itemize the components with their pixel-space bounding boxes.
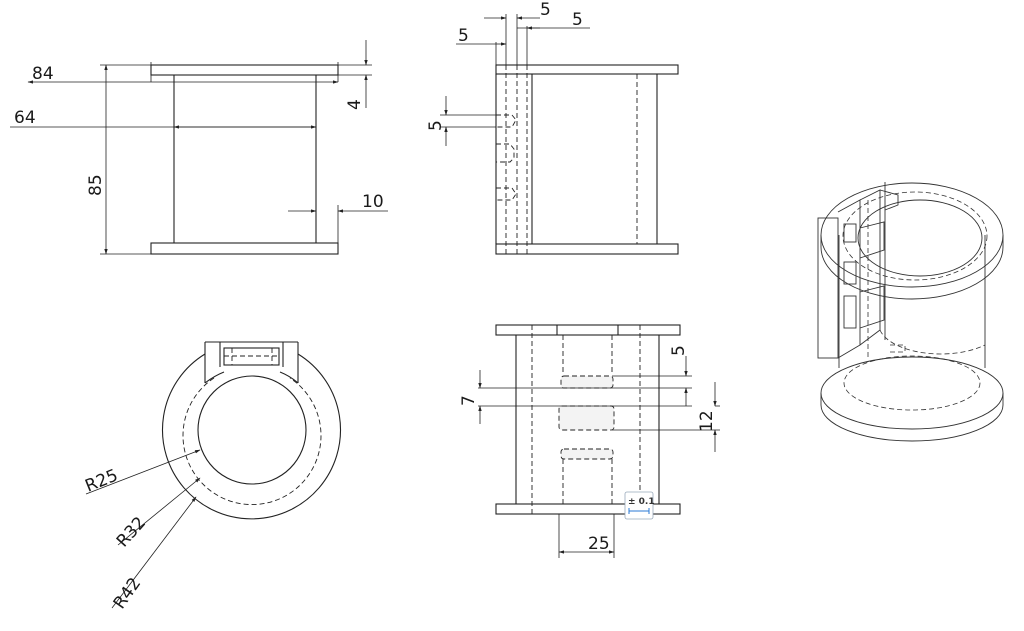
dimension-section-25: 25 bbox=[558, 514, 615, 558]
section-view: 5 7 12 25 ± 0.1 bbox=[459, 324, 720, 558]
dimension-side-top: 5 5 5 bbox=[456, 0, 590, 65]
dim-label-side-top-b: 5 bbox=[572, 10, 583, 30]
dim-label-section-slot-width: 25 bbox=[588, 534, 610, 554]
dimension-radius-r42: R42 bbox=[110, 496, 197, 613]
side-view: 5 5 5 5 bbox=[426, 0, 679, 255]
dim-label-wall-offset: 10 bbox=[362, 192, 384, 212]
dim-label-overall-width: 84 bbox=[32, 64, 54, 84]
dim-label-flange-thickness: 4 bbox=[345, 99, 365, 110]
dim-label-side-top-a: 5 bbox=[540, 0, 551, 20]
dimension-section-5: 5 bbox=[669, 345, 689, 406]
dimension-section-12: 12 bbox=[697, 382, 720, 452]
dimension-side-slot: 5 bbox=[426, 96, 496, 146]
tolerance-badge-text: ± 0.1 bbox=[628, 497, 655, 507]
dim-label-inner-radius: R25 bbox=[82, 466, 121, 497]
dim-label-section-slot-height: 12 bbox=[697, 410, 717, 432]
top-view: R25 R32 R42 bbox=[82, 341, 342, 613]
dim-label-section-gap: 7 bbox=[459, 395, 479, 406]
tolerance-badge[interactable]: ± 0.1 bbox=[624, 491, 655, 520]
dimension-radius-r32: R32 bbox=[113, 477, 201, 551]
dim-label-side-slot: 5 bbox=[426, 120, 446, 131]
isometric-view bbox=[817, 182, 1004, 442]
dim-label-section-slot-a: 5 bbox=[669, 345, 689, 356]
dim-label-inner-width: 64 bbox=[14, 108, 36, 128]
dim-label-mid-radius: R32 bbox=[113, 513, 150, 551]
dimension-64: 64 bbox=[10, 108, 317, 129]
dimension-85: 85 bbox=[86, 64, 151, 255]
dimension-10: 10 bbox=[288, 192, 388, 243]
dimension-4: 4 bbox=[338, 40, 372, 110]
dim-label-side-top-c: 5 bbox=[458, 26, 469, 46]
dimension-section-7: 7 bbox=[459, 370, 482, 424]
dimension-radius-r25: R25 bbox=[82, 449, 201, 497]
dim-label-outer-radius: R42 bbox=[110, 574, 146, 613]
front-view: 84 64 85 4 10 bbox=[10, 40, 388, 255]
dim-label-height: 85 bbox=[86, 174, 106, 196]
